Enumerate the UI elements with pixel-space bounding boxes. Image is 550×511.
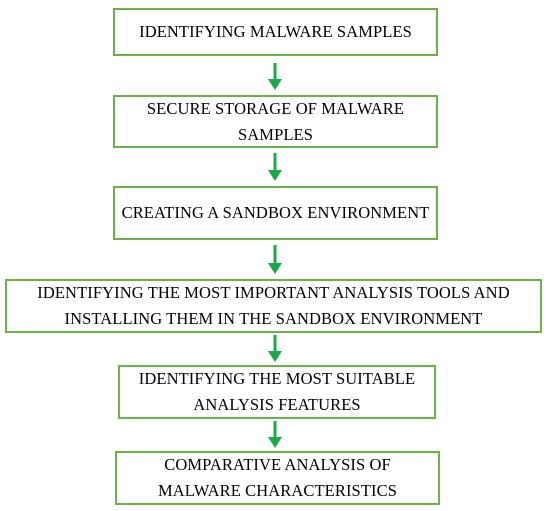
step-4-box: IDENTIFYING THE MOST IMPORTANT ANALYSIS … xyxy=(5,279,542,333)
step-3-box: CREATING A SANDBOX ENVIRONMENT xyxy=(113,186,438,240)
step-6-label: COMPARATIVE ANALYSIS OF MALWARE CHARACTE… xyxy=(158,455,397,500)
step-6-box: COMPARATIVE ANALYSIS OF MALWARE CHARACTE… xyxy=(115,451,440,505)
arrow-down-icon xyxy=(268,421,282,449)
arrow-down-icon xyxy=(268,335,282,363)
step-5-box: IDENTIFYING THE MOST SUITABLE ANALYSIS F… xyxy=(118,365,436,419)
step-5-label: IDENTIFYING THE MOST SUITABLE ANALYSIS F… xyxy=(138,369,416,414)
arrow-down-icon xyxy=(268,153,282,182)
step-3-label: CREATING A SANDBOX ENVIRONMENT xyxy=(121,203,430,223)
step-2-label: SECURE STORAGE OF MALWARE SAMPLES xyxy=(146,98,405,144)
arrow-down-icon xyxy=(268,63,282,91)
step-1-box: IDENTIFYING MALWARE SAMPLES xyxy=(113,8,438,56)
step-1-label: IDENTIFYING MALWARE SAMPLES xyxy=(139,22,412,42)
step-4-label: IDENTIFYING THE MOST IMPORTANT ANALYSIS … xyxy=(37,283,510,328)
arrow-down-icon xyxy=(268,245,282,275)
step-2-box: SECURE STORAGE OF MALWARE SAMPLES xyxy=(113,95,438,148)
